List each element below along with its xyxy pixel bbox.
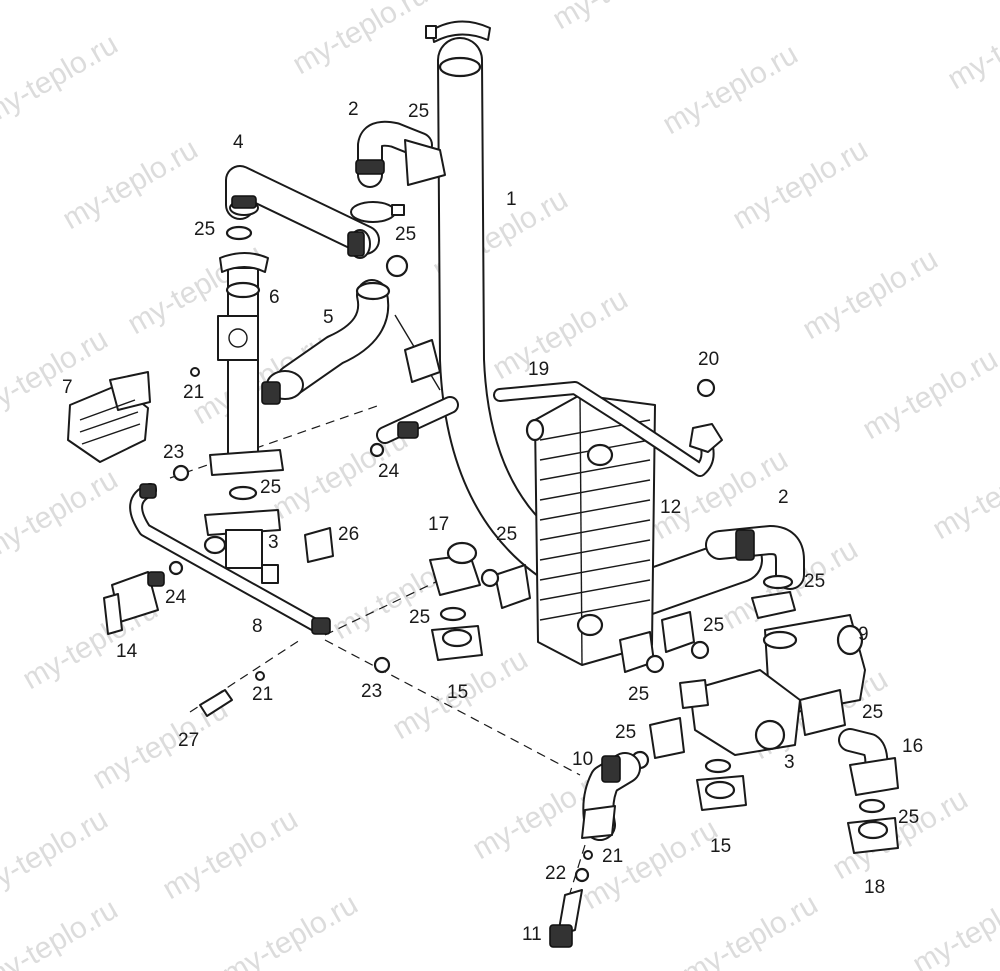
fitting-17 (429, 541, 481, 596)
fitting-24 (369, 396, 459, 458)
callout-label: 26 (338, 524, 359, 545)
valve-14 (103, 560, 184, 635)
watermark: my-teplo.ru (857, 342, 1000, 446)
callout-label: 24 (165, 587, 187, 608)
callout-label: 16 (902, 736, 923, 757)
watermark: my-teplo.ru (547, 0, 693, 36)
clip-pipe-1 (404, 339, 441, 383)
callout-label: 25 (898, 807, 919, 828)
pipe-4 (225, 165, 380, 259)
callout-label: 24 (378, 461, 400, 482)
clips-right-25 (480, 564, 796, 674)
callout-label: 25 (395, 224, 416, 245)
fitting-18 (847, 798, 899, 854)
elbow-2-right (705, 525, 805, 590)
watermark: my-teplo.ru (0, 892, 123, 971)
callout-label: 6 (269, 287, 280, 308)
callout-label: 7 (62, 377, 73, 398)
callout-label: 25 (194, 219, 215, 240)
callout-label: 2 (348, 99, 359, 120)
watermark: my-teplo.ru (0, 27, 123, 131)
fitting-15-right (696, 758, 747, 811)
callout-label: 23 (361, 681, 382, 702)
callout-label: 25 (862, 702, 883, 723)
callout-label: 1 (506, 189, 517, 210)
callout-label: 15 (710, 836, 731, 857)
watermark: my-teplo.ru (57, 132, 203, 236)
callout-label: 25 (628, 684, 649, 705)
callout-label: 25 (804, 571, 825, 592)
callout-label: 3 (784, 752, 795, 773)
callout-label: 21 (602, 846, 623, 867)
callout-label: 27 (178, 730, 199, 751)
callout-label: 17 (428, 514, 449, 535)
callout-label: 5 (323, 307, 334, 328)
block-13 (203, 509, 281, 584)
nut-20 (689, 378, 723, 453)
hose-5 (261, 254, 409, 405)
callout-label: 25 (260, 477, 281, 498)
callout-label: 22 (545, 863, 566, 884)
elbow-2-top (355, 120, 446, 188)
clip-26 (304, 527, 334, 563)
fitting-16 (838, 728, 899, 796)
callout-label: 25 (496, 524, 517, 545)
callout-label: 10 (572, 749, 593, 770)
callout-label: 12 (660, 497, 681, 518)
callout-label: 21 (183, 382, 204, 403)
clip-25 (350, 201, 405, 223)
callout-label: 21 (252, 684, 273, 705)
callout-label: 25 (408, 101, 429, 122)
watermark: my-teplo.ru (827, 782, 973, 886)
callout-label: 25 (615, 722, 636, 743)
callout-layer: 1 2 2 3 3 4 5 6 7 8 9 10 11 12 14 15 15 … (62, 99, 923, 945)
screw-27 (199, 671, 265, 717)
callout-label: 23 (163, 442, 184, 463)
callout-label: 11 (522, 924, 542, 945)
callout-label: 25 (409, 607, 430, 628)
watermark: my-teplo.ru (0, 462, 123, 566)
manifold-6 (209, 225, 284, 501)
watermark: my-teplo.ru (657, 37, 803, 141)
pump-3 (630, 669, 846, 770)
pipe-8 (129, 464, 391, 674)
watermark: my-teplo.ru (727, 132, 873, 236)
watermark: my-teplo.ru (942, 0, 1000, 96)
valve-7 (67, 367, 200, 463)
callout-label: 14 (116, 641, 138, 662)
watermark: my-teplo.ru (157, 802, 303, 906)
callout-label: 15 (447, 682, 468, 703)
watermark: my-teplo.ru (287, 0, 433, 81)
elbow-10 (581, 752, 641, 841)
drain-11 (549, 850, 593, 948)
watermark: my-teplo.ru (907, 877, 1000, 971)
watermark: my-teplo.ru (487, 282, 633, 386)
callout-label: 18 (864, 877, 885, 898)
watermark: my-teplo.ru (927, 442, 1000, 546)
callout-label: 3 (268, 532, 279, 553)
callout-label: 2 (778, 487, 789, 508)
callout-label: 9 (858, 624, 869, 645)
callout-label: 4 (233, 132, 244, 153)
callout-label: 19 (528, 359, 549, 380)
watermark: my-teplo.ru (0, 802, 113, 906)
callout-label: 20 (698, 349, 719, 370)
fitting-15-left (431, 606, 483, 661)
watermark: my-teplo.ru (797, 242, 943, 346)
watermark: my-teplo.ru (677, 887, 823, 971)
callout-label: 8 (252, 616, 263, 637)
callout-label: 25 (703, 615, 724, 636)
watermark: my-teplo.ru (217, 887, 363, 971)
